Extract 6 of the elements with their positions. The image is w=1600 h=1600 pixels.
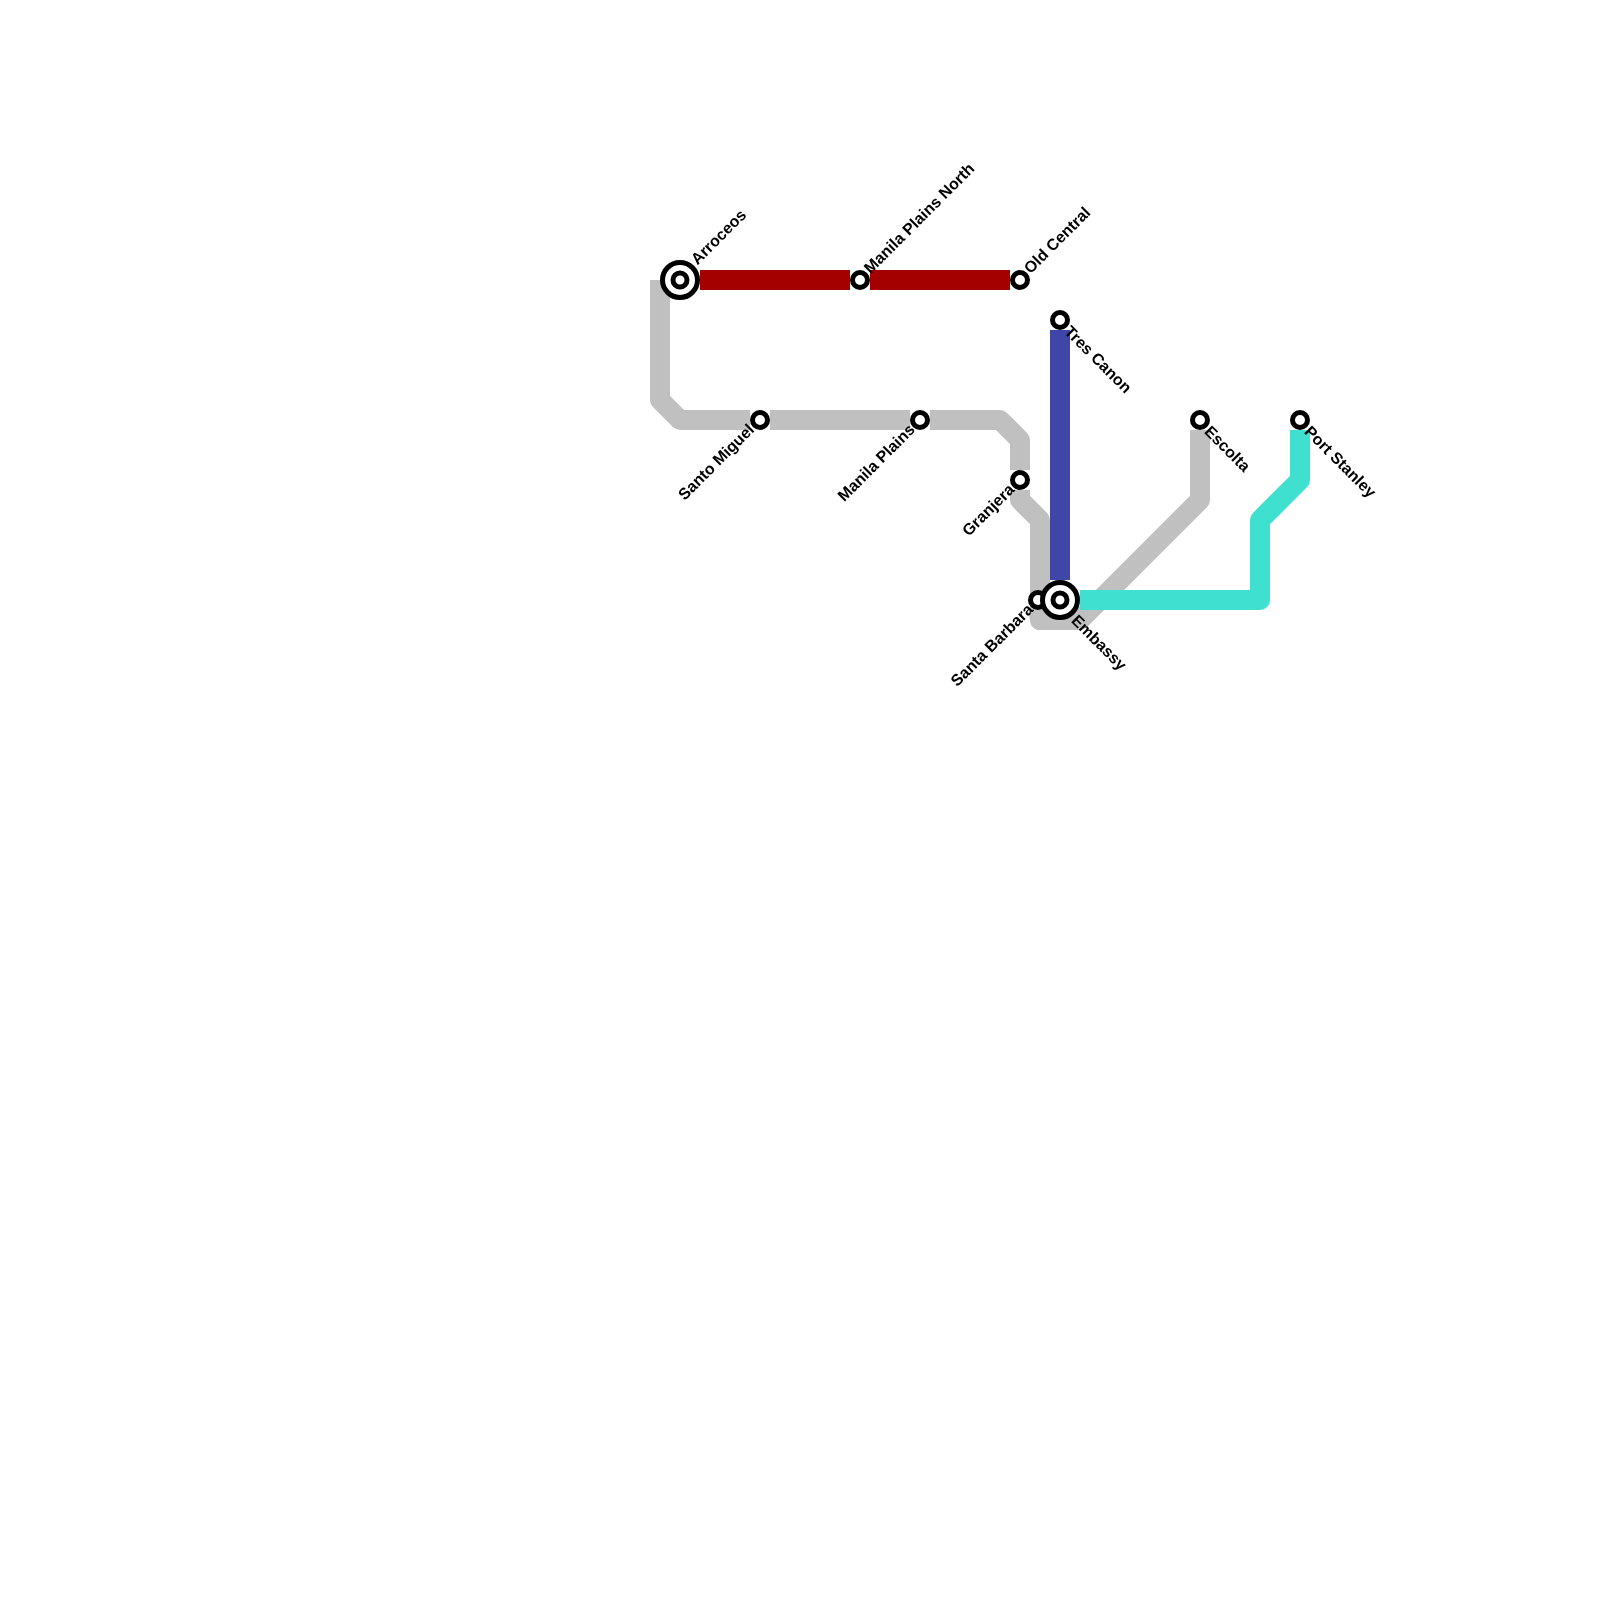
metro-line (870, 270, 1010, 290)
metro-line (1050, 330, 1070, 580)
metro-line (700, 270, 850, 290)
metro-line (930, 410, 1030, 470)
metro-line (770, 410, 910, 430)
metro-line (1080, 430, 1310, 610)
